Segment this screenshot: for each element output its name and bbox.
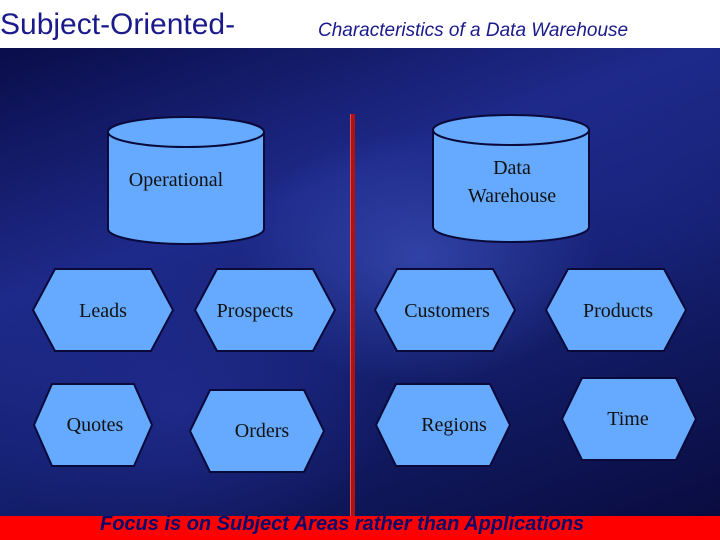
divider-line xyxy=(350,114,355,516)
data-warehouse-label-line2: Warehouse xyxy=(467,185,557,207)
slide-subtitle: Characteristics of a Data Warehouse xyxy=(318,20,629,41)
hexagon-time xyxy=(560,377,698,461)
hexagon-quotes xyxy=(32,383,154,467)
hexagon-prospects xyxy=(193,268,337,352)
subject-label-orders: Orders xyxy=(234,420,290,442)
operational-database-cylinder xyxy=(107,116,265,245)
hexagon-orders xyxy=(188,389,326,473)
subject-label-leads: Leads xyxy=(79,300,127,322)
hexagon-leads xyxy=(31,268,175,352)
subject-label-customers: Customers xyxy=(404,300,490,322)
footer-bar: Focus is on Subject Areas rather than Ap… xyxy=(0,513,720,540)
title-bar: Subject-Oriented- Characteristics of a D… xyxy=(0,0,720,48)
operational-label: Operational xyxy=(128,169,224,191)
hexagon-customers xyxy=(373,268,517,352)
data-warehouse-label-line1: Data xyxy=(493,157,531,179)
data-warehouse-cylinder xyxy=(432,114,590,243)
subject-label-products: Products xyxy=(583,300,653,322)
subject-label-regions: Regions xyxy=(421,414,487,436)
subject-label-prospects: Prospects xyxy=(216,300,294,322)
slide-title: Subject-Oriented- xyxy=(0,8,236,41)
subject-label-time: Time xyxy=(607,408,649,430)
hexagon-products xyxy=(544,268,688,352)
hexagon-regions xyxy=(374,383,512,467)
footer-text: Focus is on Subject Areas rather than Ap… xyxy=(100,513,585,535)
subject-label-quotes: Quotes xyxy=(66,414,124,436)
